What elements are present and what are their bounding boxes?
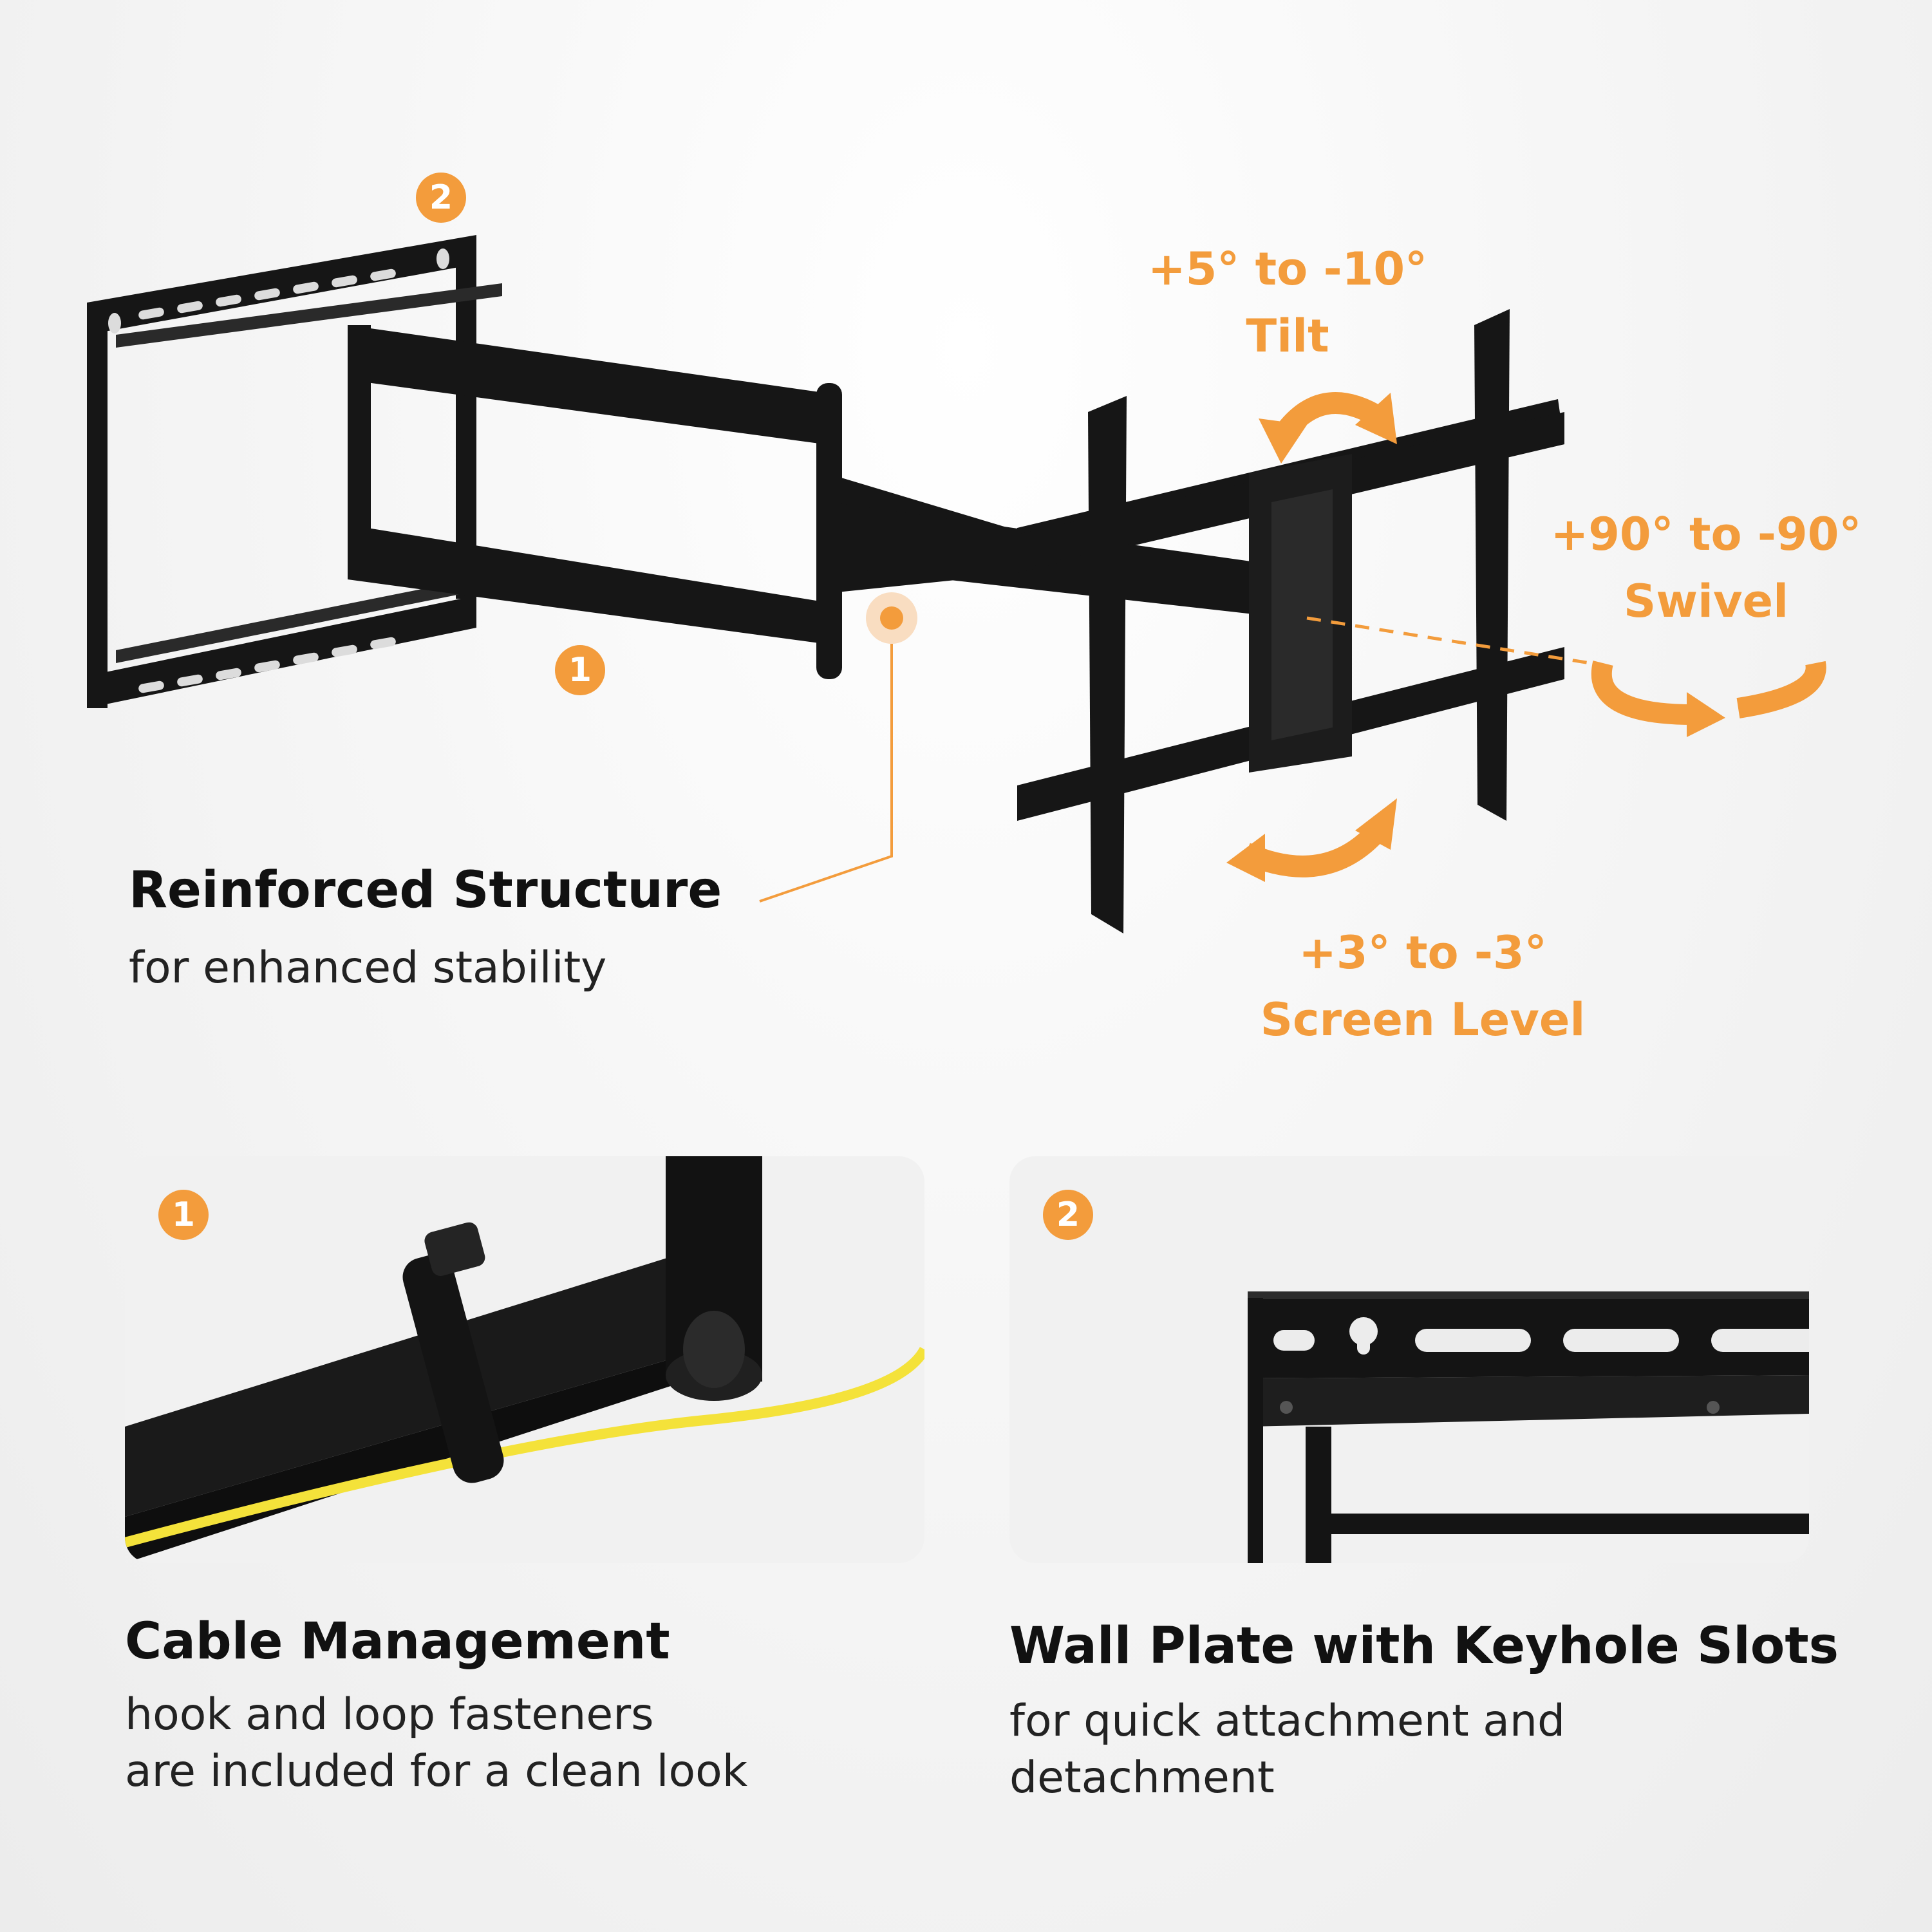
wall-plate-photo — [1248, 1291, 1809, 1563]
reinforced-title: Reinforced Structure — [129, 861, 722, 919]
level-range: +3° to -3° — [1299, 926, 1547, 979]
cable-management-title: Cable Management — [125, 1613, 670, 1671]
swivel-name: Swivel — [1623, 575, 1789, 628]
cable-management-panel: 1 — [125, 1156, 924, 1563]
swivel-range: +90° to -90° — [1550, 508, 1862, 561]
callout-badge-2: 2 — [416, 173, 466, 223]
cable-subtitle-line2: are included for a clean look — [125, 1746, 748, 1797]
cable-panel-badge: 1 — [158, 1190, 209, 1240]
tilt-range: +5° to -10° — [1147, 243, 1428, 295]
reinforced-subtitle: for enhanced stability — [129, 943, 607, 993]
tilt-bracket — [1249, 454, 1352, 773]
callout-badge-1: 1 — [555, 645, 605, 695]
tv-mount-illustration — [87, 235, 1826, 933]
tilt-label: +5° to -10° Tilt — [1107, 236, 1468, 370]
cable-management-photo — [125, 1156, 924, 1563]
wall-plate — [87, 235, 502, 708]
wall-plate-subtitle: for quick attachment and detachment — [1009, 1693, 1565, 1806]
cable-subtitle-line1: hook and loop fasteners — [125, 1689, 654, 1740]
wall-plate-panel: 2 — [1009, 1156, 1809, 1563]
tilt-name: Tilt — [1246, 310, 1329, 362]
level-name: Screen Level — [1260, 993, 1586, 1046]
screen-level-label: +3° to -3° Screen Level — [1217, 919, 1629, 1053]
wall-plate-title: Wall Plate with Keyhole Slots — [1009, 1617, 1839, 1675]
wall-plate-subtitle-line1: for quick attachment and — [1009, 1696, 1566, 1747]
swivel-label: +90° to -90° Swivel — [1526, 501, 1886, 635]
wall-plate-panel-badge: 2 — [1043, 1190, 1093, 1240]
wall-plate-subtitle-line2: detachment — [1009, 1752, 1275, 1803]
cable-management-subtitle: hook and loop fasteners are included for… — [125, 1687, 747, 1800]
